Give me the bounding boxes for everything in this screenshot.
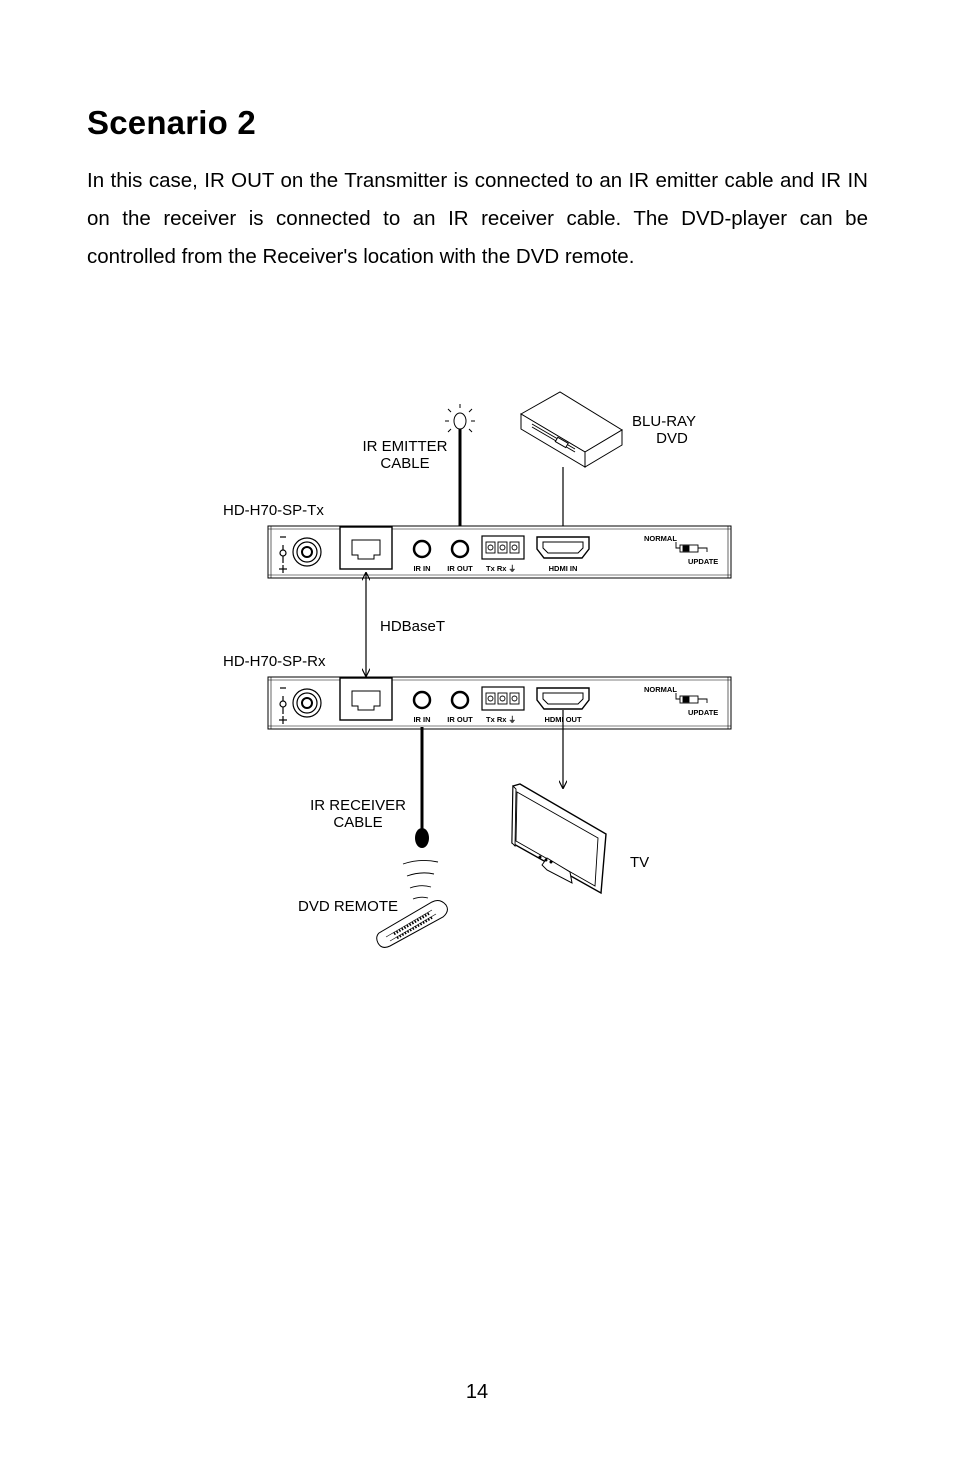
transmitter-unit: NORMAL UPDATE IR IN IR OUT Tx Rx ⏚ HDMI … — [267, 525, 732, 579]
rx-update-label: UPDATE — [688, 708, 718, 717]
rx-txrx-label: Tx Rx ⏚ — [486, 715, 516, 724]
dc-power-jack-icon — [292, 688, 322, 718]
ir-signal-waves-icon — [402, 859, 439, 900]
mode-switch-icon — [675, 693, 708, 704]
ir-emitter-label-line2: CABLE — [380, 455, 429, 472]
bluray-label-line2: DVD — [656, 430, 688, 447]
ir-in-jack-icon — [412, 690, 432, 710]
hdmi-port-icon — [536, 687, 590, 710]
rx-ir-in-label: IR IN — [413, 715, 430, 724]
dc-power-jack-icon — [292, 537, 322, 567]
rj45-port-icon — [339, 526, 393, 570]
body-paragraph: In this case, IR OUT on the Transmitter … — [87, 169, 868, 268]
tv-label: TV — [630, 854, 649, 871]
ir-receiver-label-line2: CABLE — [333, 814, 382, 831]
tx-ir-out-label: IR OUT — [447, 564, 473, 573]
receiver-unit: NORMAL UPDATE IR IN IR OUT Tx Rx ⏚ HDMI … — [267, 676, 732, 730]
tx-hdmi-label: HDMI IN — [549, 564, 578, 573]
ir-out-jack-icon — [450, 690, 470, 710]
ir-in-jack-icon — [412, 539, 432, 559]
ir-receiver-label-line1: IR RECEIVER — [310, 797, 406, 814]
power-polarity-icon — [279, 687, 287, 724]
tx-ir-in-label: IR IN — [413, 564, 430, 573]
rx-label: HD-H70-SP-Rx — [223, 653, 326, 670]
rs232-terminal-icon — [481, 535, 525, 560]
tx-normal-label: NORMAL — [644, 534, 677, 543]
rj45-port-icon — [339, 677, 393, 721]
dvd-remote-label: DVD REMOTE — [298, 898, 398, 915]
rx-ir-out-label: IR OUT — [447, 715, 473, 724]
tx-txrx-label: Tx Rx ⏚ — [486, 564, 516, 573]
hdmi-port-icon — [536, 536, 590, 559]
dvd-remote-icon — [376, 900, 448, 948]
tv-icon — [511, 783, 607, 895]
tx-label: HD-H70-SP-Tx — [223, 502, 324, 519]
ir-emitter-icon — [445, 404, 475, 433]
ir-out-jack-icon — [450, 539, 470, 559]
rs232-terminal-icon — [481, 686, 525, 711]
power-polarity-icon — [279, 536, 287, 573]
page-number: 14 — [465, 1381, 489, 1403]
mode-switch-icon — [675, 542, 708, 553]
bluray-label-line1: BLU-RAY — [632, 413, 696, 430]
rx-normal-label: NORMAL — [644, 685, 677, 694]
hdbaset-label: HDBaseT — [380, 618, 445, 635]
page-title: Scenario 2 — [87, 104, 256, 141]
ir-receiver-sensor-icon — [415, 828, 429, 848]
tx-update-label: UPDATE — [688, 557, 718, 566]
ir-emitter-label-line1: IR EMITTER — [363, 438, 448, 455]
bluray-player-icon — [520, 391, 623, 468]
